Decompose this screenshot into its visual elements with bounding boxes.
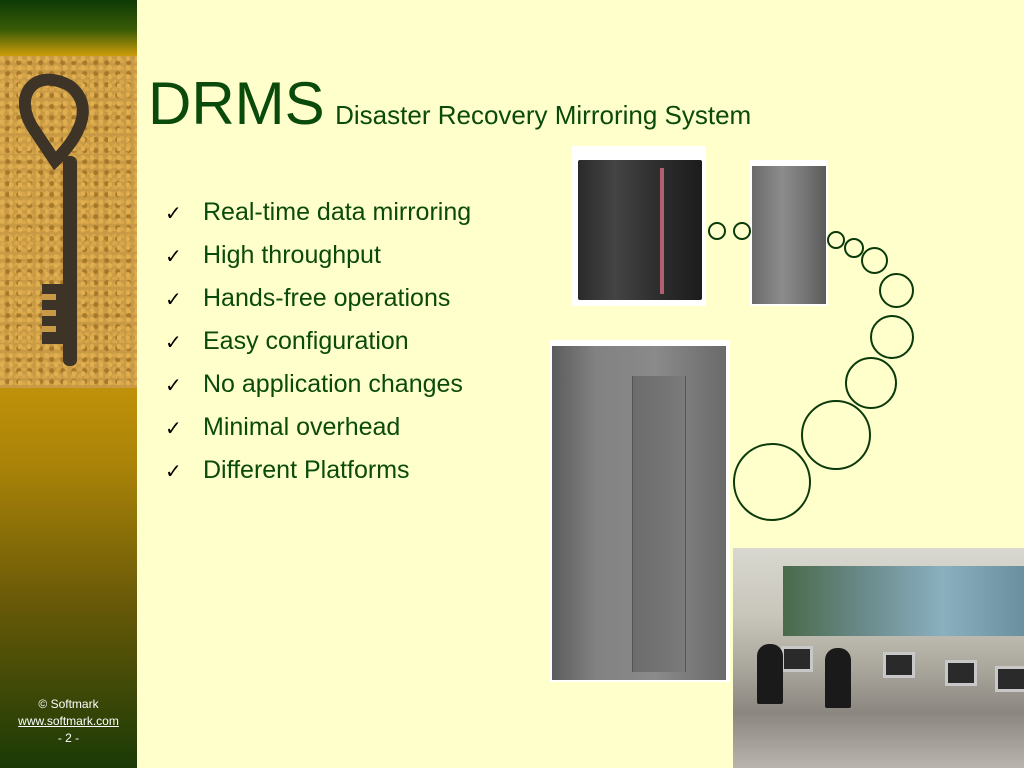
bullet-item: ✓ Easy configuration [165,321,471,364]
control-room-photo [733,548,1024,768]
checkmark-icon: ✓ [165,418,182,440]
footer: © Softmark www.softmark.com - 2 - [0,696,137,747]
bullet-text: Different Platforms [203,456,410,484]
connection-bubble [870,315,914,359]
bullet-text: Real-time data mirroring [203,198,472,226]
bullet-text: Easy configuration [203,327,409,355]
checkmark-icon: ✓ [165,375,182,397]
connection-bubble [801,400,871,470]
checkmark-icon: ✓ [165,246,182,268]
connection-bubble [844,238,864,258]
bullet-item: ✓ High throughput [165,235,471,278]
bullet-list: ✓ Real-time data mirroring ✓ High throughp… [165,192,471,493]
page-number: - 2 - [57,731,80,745]
copyright-text: © Softmark [38,697,99,711]
bullet-text: High throughput [203,241,381,269]
title-main: DRMS [148,70,325,137]
softmark-link[interactable]: www.softmark.com [18,714,119,728]
connection-bubble [879,273,914,308]
antique-key-icon [19,73,89,366]
bullet-item: ✓ No application changes [165,364,471,407]
bullet-item: ✓ Hands-free operations [165,278,471,321]
connection-bubble [733,222,751,240]
slide-title: DRMS Disaster Recovery Mirroring System [148,68,751,140]
key-photo [0,56,137,388]
small-server-image [750,160,828,306]
large-server-image [550,340,730,682]
title-subtitle: Disaster Recovery Mirroring System [335,100,752,130]
checkmark-icon: ✓ [165,289,182,311]
bullet-item: ✓ Real-time data mirroring [165,192,471,235]
mainframe-server-image [572,146,706,306]
checkmark-icon: ✓ [165,332,182,354]
checkmark-icon: ✓ [165,203,182,225]
connection-bubble [733,443,811,521]
checkmark-icon: ✓ [165,461,182,483]
connection-bubble [861,247,888,274]
bullet-item: ✓ Different Platforms [165,450,471,493]
bullet-text: Minimal overhead [203,413,401,441]
connection-bubble [845,357,897,409]
connection-bubble [708,222,726,240]
connection-bubble [827,231,845,249]
bullet-text: Hands-free operations [203,284,451,312]
bullet-item: ✓ Minimal overhead [165,407,471,450]
bullet-text: No application changes [203,370,463,398]
